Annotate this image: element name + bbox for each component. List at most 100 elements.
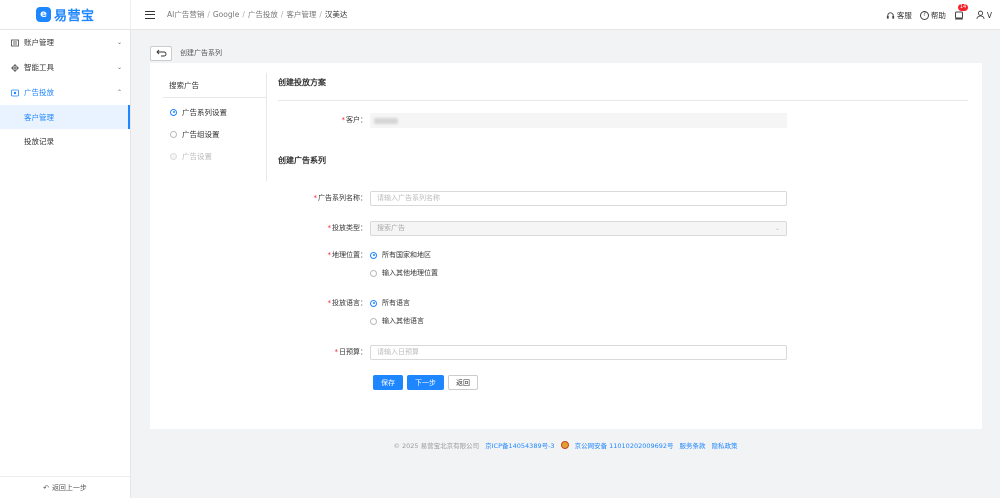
breadcrumb-item[interactable]: Google <box>212 10 240 19</box>
form-card: 搜索广告 广告系列设置 广告组设置 广告设置 创建投放方案 *客户： 创建广告系… <box>150 63 982 429</box>
radio-selected-icon <box>370 299 377 307</box>
footer-copyright: © 2025 易营宝北京有限公司 <box>393 442 480 450</box>
sidebar-item-ads[interactable]: 广告投放 ⌃ <box>0 80 130 105</box>
sidebar: 账户管理 ⌄ 智能工具 ⌄ 广告投放 ⌃ 客户管理 投放记录 ↶ 返回上一步 <box>0 30 131 498</box>
radio-icon <box>370 317 377 325</box>
breadcrumb: AI广告营销/ Google/ 广告投放/ 客户管理/ 汉美达 <box>167 10 348 19</box>
back-arrow-icon: ↶ <box>43 483 49 492</box>
logo-text: 易营宝 <box>54 9 95 24</box>
user-icon <box>976 10 985 20</box>
radio-icon <box>370 269 377 277</box>
service-button[interactable]: 客服 <box>886 10 912 21</box>
back-button[interactable] <box>150 45 172 61</box>
location-option-custom[interactable]: 输入其他地理位置 <box>370 268 438 278</box>
section-title-campaign: 创建广告系列 <box>278 156 326 165</box>
police-badge-icon <box>560 441 569 449</box>
step-ad-settings: 广告设置 <box>163 145 266 167</box>
radio-icon <box>170 130 177 138</box>
breadcrumb-item[interactable]: AI广告营销 <box>167 10 205 19</box>
service-label: 客服 <box>896 10 912 20</box>
help-icon: ? <box>919 10 929 20</box>
budget-row: *日预算： 请输入日预算 <box>278 345 787 360</box>
footer-icp-link[interactable]: 京ICP备14054389号-3 <box>485 442 555 450</box>
help-label: 帮助 <box>930 10 946 20</box>
return-button[interactable]: 返回 <box>448 375 478 390</box>
campaign-type-row: *投放类型： 搜索广告 ⌄ <box>278 221 787 236</box>
steps-title: 搜索广告 <box>163 73 266 98</box>
account-icon <box>10 39 20 47</box>
tools-icon <box>10 63 20 72</box>
return-arrow-icon <box>155 49 166 57</box>
notification-badge: 14 <box>957 4 969 11</box>
sidebar-item-label: 智能工具 <box>24 63 54 72</box>
steps-panel: 搜索广告 广告系列设置 广告组设置 广告设置 <box>163 73 267 181</box>
user-chevron-icon: V <box>986 10 992 20</box>
breadcrumb-item[interactable]: 广告投放 <box>247 10 278 19</box>
step-label: 广告系列设置 <box>182 107 227 117</box>
sidebar-item-tools[interactable]: 智能工具 ⌄ <box>0 55 130 80</box>
radio-selected-icon <box>170 108 177 116</box>
chevron-down-icon: ⌄ <box>116 39 122 46</box>
language-label: *投放语言： <box>327 299 368 307</box>
footer: © 2025 易营宝北京有限公司 京ICP备14054389号-3 京公网安备 … <box>131 439 1000 451</box>
campaign-type-select: 搜索广告 ⌄ <box>370 221 787 236</box>
sidebar-item-label: 账户管理 <box>24 38 54 47</box>
location-label: *地理位置： <box>327 251 368 259</box>
ad-icon <box>10 89 20 97</box>
page-title: 创建广告系列 <box>180 49 222 57</box>
breadcrumb-item[interactable]: 客户管理 <box>286 10 317 19</box>
logo-mark-icon: e <box>36 7 51 22</box>
breadcrumb-current: 汉美达 <box>324 10 348 19</box>
help-button[interactable]: ? 帮助 <box>919 10 946 21</box>
sidebar-subitem-ad-records[interactable]: 投放记录 <box>24 136 54 146</box>
campaign-name-input[interactable]: 请输入广告系列名称 <box>370 191 787 206</box>
location-option-all[interactable]: 所有国家和地区 <box>370 250 438 260</box>
radio-selected-icon <box>370 251 377 259</box>
step-adgroup-settings[interactable]: 广告组设置 <box>163 123 266 145</box>
chevron-down-icon: ⌄ <box>774 225 780 232</box>
user-menu[interactable]: V <box>976 10 992 20</box>
step-label: 广告组设置 <box>182 129 220 139</box>
form-buttons: 保存 下一步 返回 <box>373 375 478 390</box>
top-bar: e 易营宝 AI广告营销/ Google/ 广告投放/ 客户管理/ 汉美达 客服… <box>0 0 1000 30</box>
location-row: *地理位置： 所有国家和地区 输入其他地理位置 <box>278 248 439 278</box>
sidebar-item-account[interactable]: 账户管理 ⌄ <box>0 30 130 55</box>
logo[interactable]: e 易营宝 <box>0 0 131 30</box>
location-radio-group: 所有国家和地区 输入其他地理位置 <box>370 248 438 278</box>
step-campaign-settings[interactable]: 广告系列设置 <box>163 101 266 123</box>
next-button[interactable]: 下一步 <box>407 375 444 390</box>
save-button[interactable]: 保存 <box>373 375 403 390</box>
headset-icon <box>886 11 894 19</box>
top-right-tools: 客服 ? 帮助 14 V <box>886 0 992 30</box>
menu-toggle-icon[interactable] <box>145 10 155 19</box>
client-value <box>370 113 787 128</box>
bell-icon <box>954 11 963 20</box>
campaign-type-label: *投放类型： <box>327 224 368 232</box>
chevron-down-icon: ⌄ <box>116 64 122 71</box>
client-row: *客户： <box>278 113 787 128</box>
section-title-plan: 创建投放方案 <box>278 78 326 87</box>
footer-terms-link[interactable]: 服务条款 <box>679 442 706 450</box>
sidebar-back-button[interactable]: ↶ 返回上一步 <box>0 476 130 498</box>
language-radio-group: 所有语言 输入其他语言 <box>370 296 424 326</box>
budget-input[interactable]: 请输入日预算 <box>370 345 787 360</box>
campaign-name-row: *广告系列名称： 请输入广告系列名称 <box>278 191 787 206</box>
footer-privacy-link[interactable]: 隐私政策 <box>711 442 738 450</box>
sidebar-back-label: 返回上一步 <box>51 483 87 492</box>
campaign-name-label: *广告系列名称： <box>313 194 368 202</box>
language-row: *投放语言： 所有语言 输入其他语言 <box>278 296 425 326</box>
sidebar-item-label: 广告投放 <box>24 88 54 97</box>
page-header: 创建广告系列 <box>150 44 982 62</box>
chevron-up-icon: ⌃ <box>116 89 122 96</box>
step-label: 广告设置 <box>182 151 212 161</box>
section-divider <box>278 100 968 101</box>
footer-police-link[interactable]: 京公网安备 11010202009692号 <box>574 442 674 450</box>
campaign-type-value: 搜索广告 <box>377 224 405 232</box>
sidebar-subitem-client-management[interactable]: 客户管理 <box>0 105 130 129</box>
language-option-custom[interactable]: 输入其他语言 <box>370 316 424 326</box>
client-label: *客户： <box>341 116 368 124</box>
notification-button[interactable]: 14 <box>954 4 969 20</box>
client-name-redacted <box>374 117 398 124</box>
language-option-all[interactable]: 所有语言 <box>370 298 424 308</box>
budget-label: *日预算： <box>334 348 368 356</box>
